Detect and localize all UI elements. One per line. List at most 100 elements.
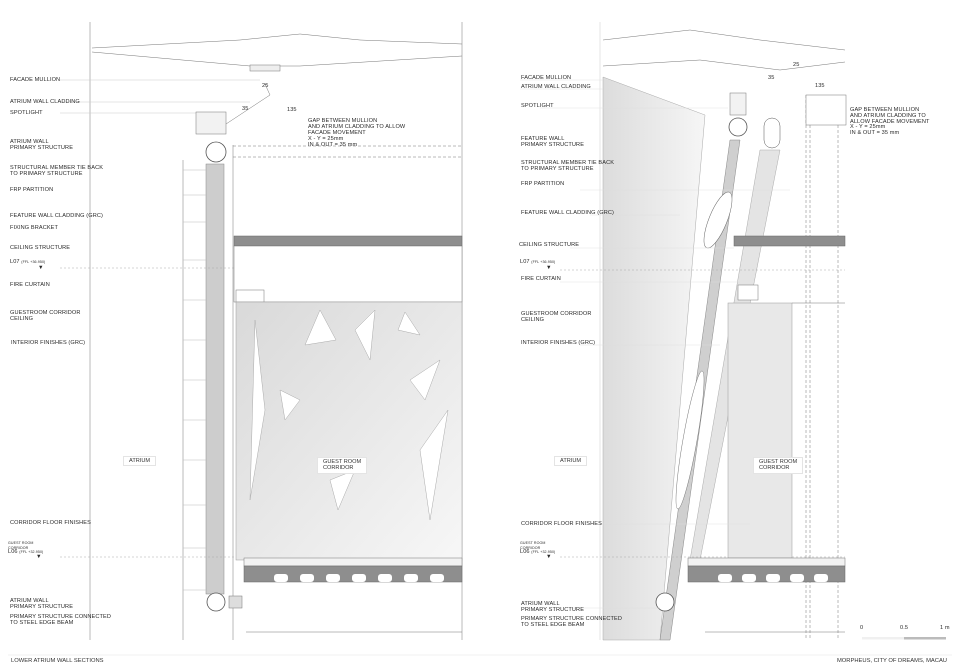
label-ceiling-structure: CEILING STRUCTURE <box>519 242 580 248</box>
note-line: FACADE MOVEMENT <box>308 130 366 136</box>
label-feature-wall-cladding: FEATURE WALL CLADDING (GRC) <box>521 210 614 216</box>
tag-atrium: ATRIUM <box>554 456 588 467</box>
level-ffl: (FFL +32.950) <box>531 550 556 554</box>
project-title: MORPHEUS, CITY OF DREAMS, MACAU <box>836 658 947 664</box>
level-ffl: (FFL +36.950) <box>531 260 556 264</box>
note-line: ALLOW FACADE MOVEMENT <box>850 118 930 125</box>
level-name: L07 <box>520 259 530 265</box>
level-triangle-icon: ▼ <box>546 553 552 560</box>
note-line: IN & OUT = 35 mm <box>850 130 900 137</box>
right-section-drawing <box>560 22 847 641</box>
label-fixing-bracket: FIXING BRACKET <box>10 225 59 231</box>
line-2: TO STEEL EDGE BEAM <box>10 620 74 627</box>
label-ceiling-structure: CEILING STRUCTURE <box>10 245 71 251</box>
line-1: GUESTROOM CORRIDOR <box>521 311 592 317</box>
label-feature-wall-cladding: FEATURE WALL CLADDING (GRC) <box>10 213 103 219</box>
note-line: GAP BETWEEN MULLION <box>850 107 920 113</box>
label-facade-mullion: FACADE MULLION <box>521 75 572 81</box>
line-2: TO STEEL EDGE BEAM <box>521 622 585 629</box>
line-2: PRIMARY STRUCTURE <box>521 142 585 149</box>
line-1: ATRIUM WALL <box>10 139 49 145</box>
scale-tick-0-5: 0.5 <box>900 625 909 631</box>
tag-atrium: ATRIUM <box>123 456 157 467</box>
pre-1: GUEST ROOM <box>8 541 34 545</box>
line-1: PRIMARY STRUCTURE CONNECTED <box>10 614 112 620</box>
label-spotlight: SPOTLIGHT <box>10 110 43 116</box>
label-corridor-floor-finishes: CORRIDOR FLOOR FINISHES <box>521 521 602 527</box>
line-2: PRIMARY STRUCTURE <box>10 604 74 611</box>
label-frp-partition: FRP PARTITION <box>10 187 54 193</box>
level-name: L06 <box>8 549 18 555</box>
level-triangle-icon: ▼ <box>36 553 42 560</box>
level-ffl: (FFL +36.950) <box>21 260 46 264</box>
note-line: AND ATRIUM CLADDING TO <box>850 112 926 119</box>
pre-2: CORRIDOR <box>8 545 29 550</box>
dim-35: 35 <box>768 75 775 81</box>
line-1: ATRIUM WALL <box>10 598 49 604</box>
line-1: FEATURE WALL <box>521 136 565 142</box>
label-fire-curtain: FIRE CURTAIN <box>10 282 50 288</box>
label-interior-finishes: INTERIOR FINISHES (GRC) <box>11 340 86 346</box>
gap-note: GAP BETWEEN MULLION AND ATRIUM CLADDING … <box>308 118 405 148</box>
line-1: STRUCTURAL MEMBER TIE BACK <box>521 160 615 166</box>
label-corridor-floor-finishes: CORRIDOR FLOOR FINISHES <box>10 520 91 526</box>
gap-note: GAP BETWEEN MULLION AND ATRIUM CLADDING … <box>850 107 930 137</box>
scale-bar <box>862 637 946 640</box>
level-ffl: (FFL +32.950) <box>19 550 44 554</box>
pre-2: CORRIDOR <box>520 545 541 550</box>
label-fire-curtain: FIRE CURTAIN <box>521 276 561 282</box>
dim-135: 135 <box>287 107 297 113</box>
left-section-drawing <box>60 22 463 640</box>
label-interior-finishes: INTERIOR FINISHES (GRC) <box>521 340 596 346</box>
level-triangle-icon: ▼ <box>546 265 552 272</box>
dim-25: 25 <box>793 62 800 68</box>
line-2: PRIMARY STRUCTURE <box>521 607 585 614</box>
label-facade-mullion: FACADE MULLION <box>10 77 61 83</box>
line-2: CEILING <box>10 316 34 323</box>
note-line: AND ATRIUM CLADDING TO ALLOW <box>308 124 406 130</box>
note-line: X - Y = 25mm <box>850 124 886 131</box>
note-line: X - Y = 25mm <box>308 136 344 142</box>
line-1: GUESTROOM CORRIDOR <box>10 310 81 316</box>
label-frp-partition: FRP PARTITION <box>521 181 565 187</box>
line-1: ATRIUM WALL <box>521 601 560 607</box>
dim-135: 135 <box>815 83 825 89</box>
note-line: IN & OUT = 35 mm <box>308 142 358 148</box>
note-line: GAP BETWEEN MULLION <box>308 118 378 124</box>
line-1: GUEST ROOM <box>759 459 798 465</box>
dim-35: 35 <box>242 106 249 112</box>
level-name: L06 <box>520 549 530 555</box>
leader-lines <box>520 79 790 609</box>
level-name: L07 <box>10 259 20 265</box>
line-2: PRIMARY STRUCTURE <box>10 145 74 152</box>
line-2: CORRIDOR <box>759 465 790 472</box>
line-1: GUEST ROOM <box>323 459 362 465</box>
level-marker-l07: L07 (FFL +36.950)▼ <box>520 259 555 272</box>
dim-25: 25 <box>262 83 269 89</box>
line-1: STRUCTURAL MEMBER TIE BACK <box>10 165 104 171</box>
label-spotlight: SPOTLIGHT <box>521 103 554 109</box>
label-atrium-wall-cladding: ATRIUM WALL CLADDING <box>10 99 80 105</box>
line-1: PRIMARY STRUCTURE CONNECTED <box>521 616 623 622</box>
sheet-title: LOWER ATRIUM WALL SECTIONS <box>11 658 104 664</box>
label-atrium-wall-cladding: ATRIUM WALL CLADDING <box>521 84 591 90</box>
level-triangle-icon: ▼ <box>38 265 44 272</box>
scale-tick-1m: 1 m <box>940 625 950 631</box>
line-2: TO PRIMARY STRUCTURE <box>10 171 83 178</box>
level-marker-l07: L07 (FFL +36.950)▼ <box>10 259 45 272</box>
line-2: TO PRIMARY STRUCTURE <box>521 166 594 173</box>
